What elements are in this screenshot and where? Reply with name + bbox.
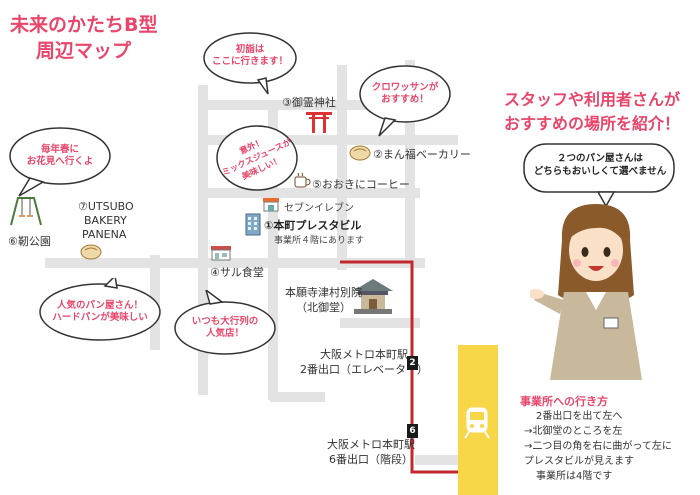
- road: [270, 392, 325, 402]
- speech-bubble-staff: [523, 143, 675, 208]
- speech-bubble-croissant: [359, 65, 451, 137]
- road: [340, 318, 420, 328]
- access-step: 2番出口を出て左へ: [536, 411, 623, 422]
- access-step: プレスタビルが見えます: [524, 456, 634, 467]
- label-office-building: ①本町プレスタビル: [264, 219, 362, 232]
- map-title: 未来のかたちB型 周辺マップ: [10, 12, 157, 64]
- label-office-note: 事業所４階にあります: [274, 236, 365, 246]
- label-manpuku-bakery: ②まん福ベーカリー: [373, 148, 471, 161]
- label-seven-eleven: セブンイレブン: [284, 203, 354, 214]
- road: [198, 135, 458, 145]
- staff-illustration: [530, 204, 642, 380]
- label-exit-2: 大阪メトロ本町駅 2番出口（エレベーター）: [300, 348, 428, 376]
- label-goryo-shrine: ③御霊神社: [282, 96, 336, 109]
- label-kitamido-temple: 本願寺津村別院 （北御堂）: [285, 286, 362, 314]
- speech-bubble-hanami: [9, 127, 111, 197]
- bubble-text-hanami: 毎年春に お花見へ行くよ: [26, 144, 94, 167]
- label-saru-shokudo: ④サル食堂: [210, 266, 264, 279]
- coffee-icon: [294, 172, 311, 188]
- speech-bubble-bakery: [39, 278, 161, 341]
- swing-icon: [10, 197, 42, 226]
- speech-bubble-first-visit: [203, 32, 297, 95]
- store-icon: [263, 198, 279, 212]
- access-step: →北御堂のところを左: [524, 426, 623, 437]
- bubble-text-croissant: クロワッサンが おすすめ！: [371, 82, 439, 105]
- speech-bubble-always-line: [174, 290, 276, 355]
- exit-6-marker: 6: [407, 424, 418, 438]
- speech-bubble-mix-juice: [216, 125, 298, 191]
- road: [45, 258, 425, 268]
- access-step: →二つ目の角を右に曲がって左に: [524, 441, 672, 452]
- building-icon: [245, 213, 261, 236]
- train-icon: [464, 407, 490, 439]
- road: [268, 110, 278, 400]
- subtitle-line-1: スタッフや利用者さんが: [503, 90, 680, 109]
- bubble-text-staff: ２つのパン屋さんは どちらもおいしくて選べません: [533, 153, 667, 177]
- label-utsubo-park: ⑥靭公園: [8, 235, 51, 248]
- road: [200, 188, 420, 198]
- title-line-2: 周辺マップ: [36, 40, 132, 62]
- exit-2-marker: 2: [407, 356, 418, 370]
- access-instructions: 事業所への行き方 2番出口を出て左へ →北御堂のところを左 →二つ目の角を右に曲…: [520, 393, 698, 484]
- road: [198, 100, 418, 110]
- bread-icon: [349, 145, 371, 161]
- bubble-text-first-visit: 初詣は ここに行きます！: [211, 44, 288, 67]
- road: [337, 65, 347, 270]
- road: [198, 85, 208, 395]
- subtitle-line-2: おすすめの場所を紹介！: [503, 114, 680, 133]
- road: [405, 60, 415, 260]
- torii-icon: [306, 112, 332, 133]
- label-exit-6: 大阪メトロ本町駅 6番出口（階段）: [327, 438, 415, 466]
- temple-icon: [353, 279, 393, 314]
- title-line-1: 未来のかたちB型: [10, 14, 158, 36]
- bubble-text-always-line: いつも大行列の 人気店！: [191, 316, 259, 339]
- label-utsubo-bakery: ⑦UTSUBO BAKERY PANENA: [78, 200, 134, 241]
- access-step: 事業所は4階です: [536, 471, 613, 482]
- label-ookini-coffee: ⑤おおきにコーヒー: [312, 178, 410, 191]
- road: [415, 455, 460, 465]
- subtitle: スタッフや利用者さんが おすすめの場所を紹介！: [492, 88, 692, 136]
- access-title: 事業所への行き方: [520, 395, 608, 408]
- bread-icon: [80, 244, 102, 260]
- restaurant-icon: [211, 246, 231, 261]
- bubble-text-bakery: 人気のパン屋さん！ ハードパンが美味しい: [52, 300, 148, 323]
